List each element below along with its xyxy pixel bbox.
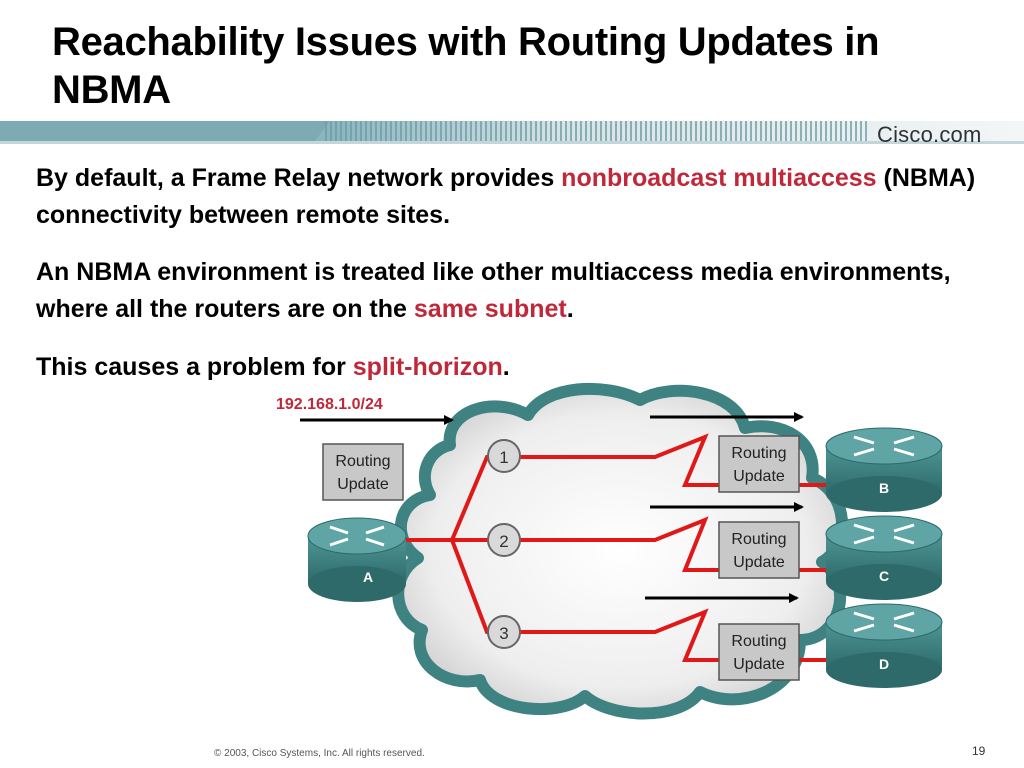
routing-update-c-line1: Routing bbox=[731, 531, 786, 548]
circuit-1-badge: 1 bbox=[487, 439, 521, 473]
routing-update-box-a: Routing Update bbox=[322, 443, 404, 501]
circuit-2-badge: 2 bbox=[487, 523, 521, 557]
paragraph-frame-relay: By default, a Frame Relay network provid… bbox=[36, 160, 996, 234]
router-c-label: C bbox=[879, 568, 889, 584]
p1-text-a: By default, a Frame Relay network provid… bbox=[36, 164, 562, 192]
routing-update-a-line2: Update bbox=[337, 476, 389, 493]
p3-text-a: This causes a problem for bbox=[36, 353, 353, 381]
router-a-icon: A bbox=[307, 517, 407, 602]
update-arrows bbox=[300, 412, 804, 603]
cisco-logo: Cisco.com bbox=[877, 122, 982, 147]
slide-title: Reachability Issues with Routing Updates… bbox=[52, 20, 880, 112]
circuit-2-label: 2 bbox=[499, 532, 508, 551]
routing-update-d-line1: Routing bbox=[731, 633, 786, 650]
circuit-1-label: 1 bbox=[499, 448, 508, 467]
routing-update-box-c: Routing Update bbox=[718, 521, 800, 579]
p2-highlight: same subnet bbox=[413, 295, 567, 323]
p2-text-b: . bbox=[566, 295, 574, 323]
p1-highlight: nonbroadcast multiaccess bbox=[561, 164, 877, 192]
routing-update-b-line1: Routing bbox=[731, 445, 786, 462]
routing-update-box-b: Routing Update bbox=[718, 435, 800, 493]
router-d-label: D bbox=[879, 656, 889, 672]
routing-update-d-line2: Update bbox=[733, 656, 785, 673]
circuit-3-badge: 3 bbox=[487, 615, 521, 649]
router-b-icon: B bbox=[825, 427, 943, 512]
p3-highlight: split-horizon bbox=[352, 353, 503, 381]
routing-update-box-d: Routing Update bbox=[718, 623, 800, 681]
routing-update-b-line2: Update bbox=[733, 468, 785, 485]
paragraph-nbma-environment: An NBMA environment is treated like othe… bbox=[36, 254, 996, 328]
paragraph-split-horizon: This causes a problem for split-horizon. bbox=[36, 349, 996, 386]
router-b-label: B bbox=[879, 480, 889, 496]
footer-copyright: © 2003, Cisco Systems, Inc. All rights r… bbox=[214, 748, 425, 759]
page-number: 19 bbox=[972, 744, 986, 758]
router-d-icon: D bbox=[825, 603, 943, 688]
header-banner bbox=[0, 121, 1024, 144]
router-c-icon: C bbox=[825, 515, 943, 600]
routing-update-a-line1: Routing bbox=[335, 453, 390, 470]
router-a-label: A bbox=[363, 569, 373, 585]
p1-text-b: (NBMA) connectivity between remote sites… bbox=[36, 164, 976, 229]
routing-update-c-line2: Update bbox=[733, 554, 785, 571]
p3-text-b: . bbox=[502, 353, 510, 381]
circuit-3-label: 3 bbox=[499, 624, 508, 643]
subnet-label: 192.168.1.0/24 bbox=[276, 396, 383, 413]
p2-text-a: An NBMA environment is treated like othe… bbox=[36, 258, 951, 323]
